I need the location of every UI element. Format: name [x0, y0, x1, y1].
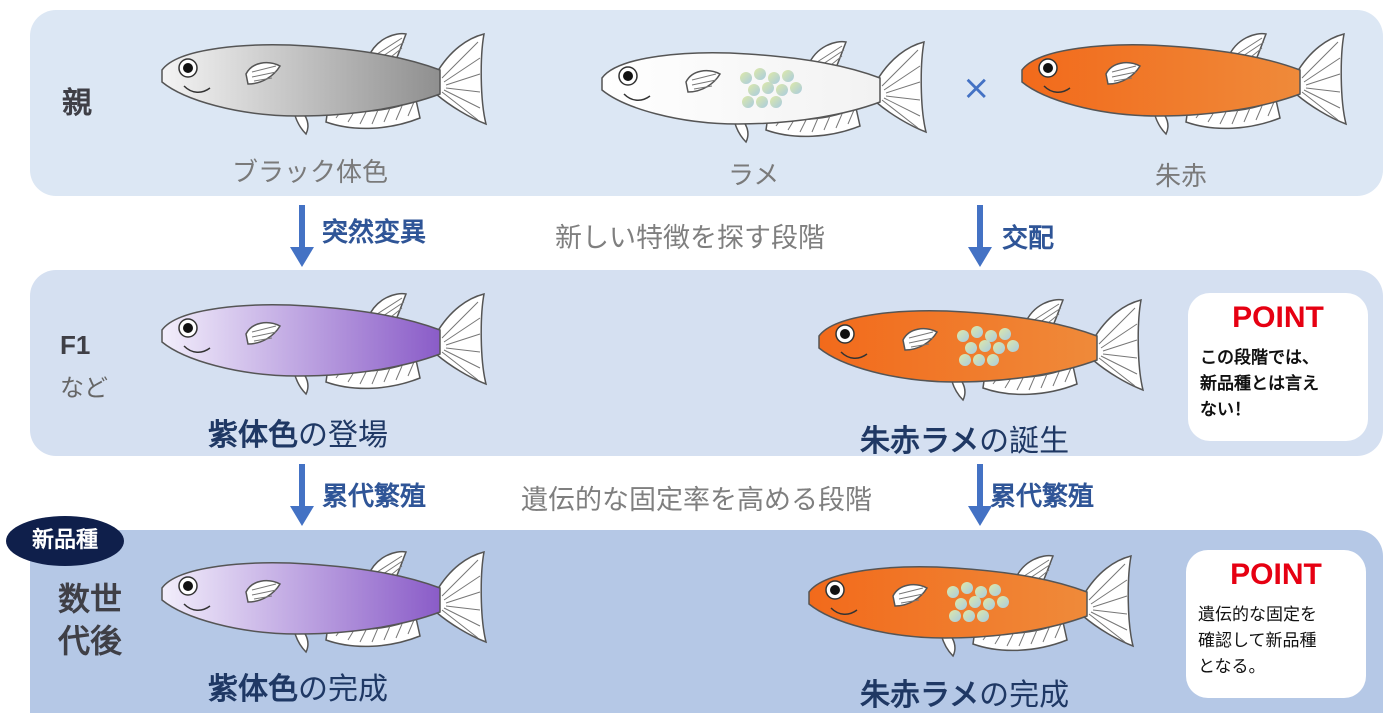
mating-arrow-icon — [968, 205, 992, 267]
mating-label: 交配 — [1002, 224, 1055, 254]
generations-label: 数世代後 — [58, 580, 123, 660]
new-variety-badge: 新品種 — [6, 516, 124, 566]
purple-f1-caption: 紫体色の登場 — [208, 418, 388, 453]
point-text-1: この段階では、 新品種とは言え ない！ — [1200, 348, 1319, 420]
parent-label: 親 — [62, 86, 92, 121]
breeding-right-label: 累代繁殖 — [990, 482, 1095, 512]
point-title-1: POINT — [1232, 301, 1324, 334]
black-fish-image — [161, 32, 487, 135]
redlame-f1-caption: 朱赤ラメの誕生 — [860, 424, 1070, 459]
point-title-2: POINT — [1230, 558, 1322, 591]
breeding-right-arrow-icon — [968, 464, 992, 526]
redlame-fish-final-image — [808, 554, 1134, 657]
redlame-final-caption: 朱赤ラメの完成 — [860, 678, 1070, 713]
point-box-2: POINT 遺伝的な固定を 確認して新品種 となる。 — [1186, 550, 1366, 698]
black-fish-caption: ブラック体色 — [232, 158, 389, 188]
redlame-fish-f1-image — [818, 298, 1144, 401]
red-fish-image — [1021, 32, 1347, 135]
mutation-arrow-icon — [290, 205, 314, 267]
lame-fish-image — [601, 40, 927, 143]
f1-sublabel: など — [60, 374, 108, 402]
stage1-label: 新しい特徴を探す段階 — [555, 223, 825, 254]
breeding-left-label: 累代繁殖 — [322, 482, 427, 512]
f1-label: F1 — [60, 330, 91, 360]
red-fish-caption: 朱赤 — [1155, 162, 1208, 192]
stage2-label: 遺伝的な固定率を高める段階 — [521, 485, 872, 516]
lame-fish-caption: ラメ — [728, 161, 780, 191]
purple-final-caption: 紫体色の完成 — [208, 672, 388, 707]
point-box-1: POINT この段階では、 新品種とは言え ない！ — [1188, 293, 1368, 441]
breeding-left-arrow-icon — [290, 464, 314, 526]
purple-fish-final-image — [161, 550, 487, 653]
point-text-2: 遺伝的な固定を 確認して新品種 となる。 — [1198, 605, 1317, 677]
mutation-label: 突然変異 — [322, 218, 427, 248]
cross-symbol: × — [962, 68, 991, 108]
purple-fish-f1-image — [161, 292, 487, 395]
